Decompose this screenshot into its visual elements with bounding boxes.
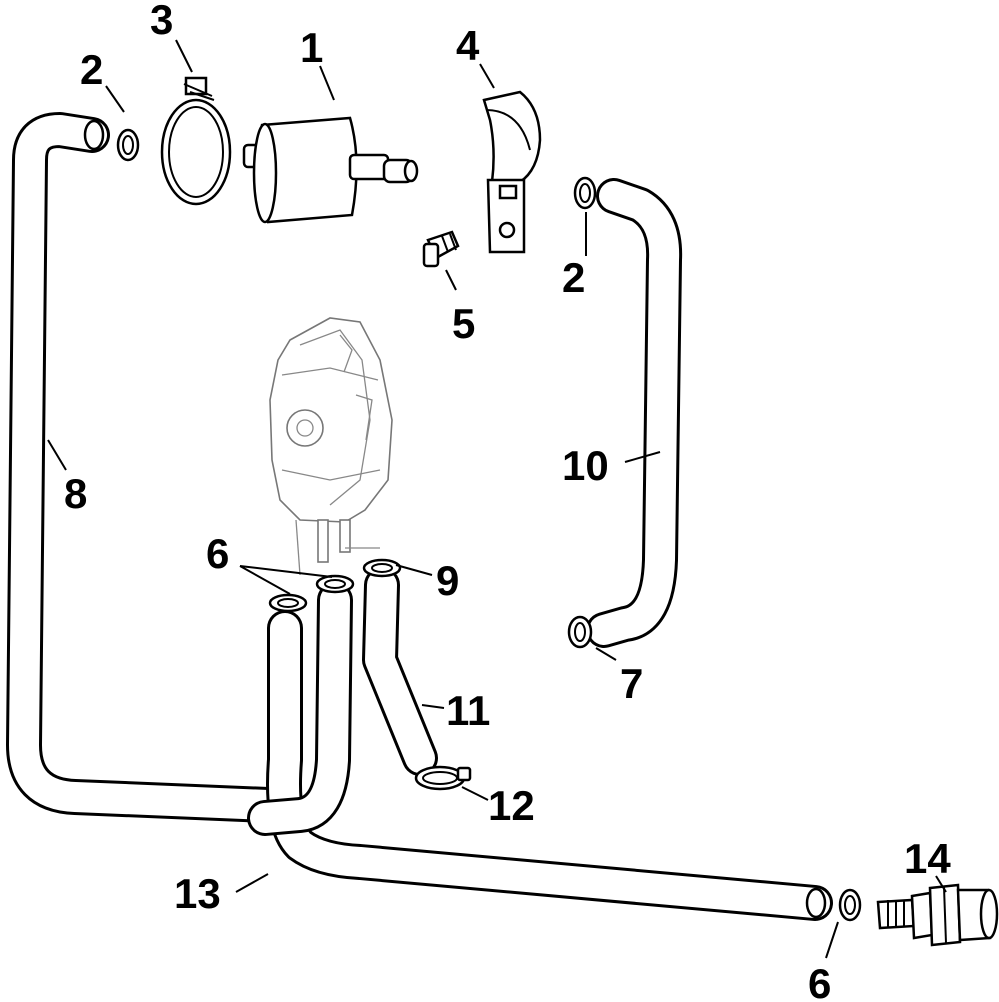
callout-14: 14 — [904, 835, 951, 882]
clamp-9 — [362, 558, 402, 578]
callout-4: 4 — [456, 22, 480, 69]
callout-2b: 2 — [562, 254, 585, 301]
hose-right — [586, 178, 683, 648]
clamp-top-right — [573, 176, 597, 210]
callout-3: 3 — [150, 0, 173, 43]
callout-6a: 6 — [206, 530, 229, 577]
hose-long — [266, 610, 833, 921]
callout-11: 11 — [446, 687, 490, 734]
callout-8: 8 — [64, 470, 87, 517]
bracket — [482, 90, 542, 254]
callout-6b: 6 — [808, 960, 831, 1002]
callout-1: 1 — [300, 24, 323, 71]
callout-13: 13 — [174, 870, 221, 917]
clamp-12 — [414, 765, 472, 791]
callouts: 1 2 3 4 5 2 8 10 6 9 7 11 12 13 14 6 — [64, 0, 951, 1002]
fuel-pump — [269, 317, 393, 576]
screw — [422, 230, 460, 268]
callout-12: 12 — [488, 782, 535, 829]
connector — [876, 883, 999, 947]
fuel-filter — [242, 116, 419, 224]
clamp-hose10-bottom — [567, 615, 593, 649]
callout-10: 10 — [562, 442, 609, 489]
callout-9: 9 — [436, 557, 459, 604]
callout-7: 7 — [620, 660, 643, 707]
clamp-bottom-right — [838, 888, 862, 922]
hose-short — [362, 567, 438, 776]
hose-left — [6, 112, 286, 823]
callout-2a: 2 — [80, 46, 103, 93]
hose-middle — [247, 582, 353, 836]
clamp-pair-right — [315, 574, 355, 594]
callout-5: 5 — [452, 300, 475, 347]
clamp-top-left — [116, 128, 140, 162]
leader-lines — [47, 39, 947, 959]
clamp-pair-left — [268, 593, 308, 613]
strap — [160, 76, 232, 206]
